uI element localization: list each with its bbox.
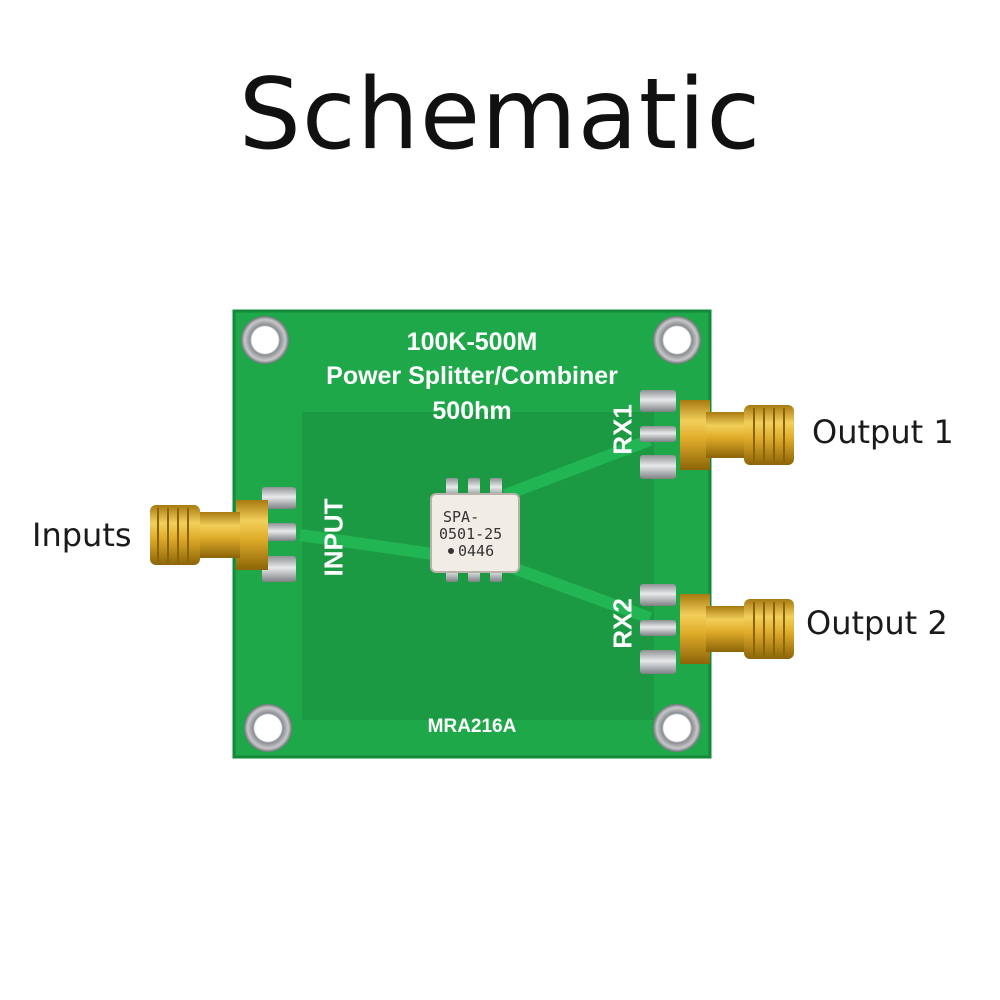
rx1-pad-bot (640, 455, 676, 479)
rx2-pad-mid (640, 620, 676, 636)
input-pad-top (262, 487, 296, 509)
input-sma-connector (150, 500, 268, 570)
output1-callout: Output 1 (812, 413, 954, 451)
page-title: Schematic (238, 58, 762, 172)
board-frequency-label: 100K-500M (406, 328, 538, 356)
inputs-callout: Inputs (32, 516, 132, 554)
rx1-sma-connector (680, 400, 794, 470)
rx1-pad-top (640, 390, 676, 412)
input-pad-bot (262, 556, 296, 582)
input-port-label: INPUT (318, 498, 349, 577)
board-function-label: Power Splitter/Combiner (326, 362, 618, 390)
trace-rx2 (502, 559, 653, 624)
rx1-port-label: RX1 (607, 404, 638, 455)
chip-pin1-dot (448, 548, 454, 554)
mount-hole-tr (653, 316, 701, 364)
rx2-pad-bot (640, 650, 676, 674)
rx2-port-label: RX2 (607, 598, 638, 649)
trace-input (299, 529, 441, 561)
trace-rx1 (502, 434, 653, 501)
rx2-sma-connector (680, 594, 794, 664)
rx2-pad-top (640, 584, 676, 606)
board-impedance-label: 500hm (432, 397, 512, 425)
chip-marking-line1: SPA- (443, 508, 480, 526)
board-model-label: MRA216A (427, 716, 517, 737)
input-pad-mid (262, 523, 296, 541)
mount-hole-br (653, 704, 701, 752)
chip-marking-line3: 0446 (458, 542, 495, 560)
rx1-pad-mid (640, 426, 676, 442)
output2-callout: Output 2 (806, 604, 948, 642)
mount-hole-tl (241, 316, 289, 364)
chip-marking-line2: 0501-25 (439, 525, 503, 543)
mount-hole-bl (244, 704, 292, 752)
